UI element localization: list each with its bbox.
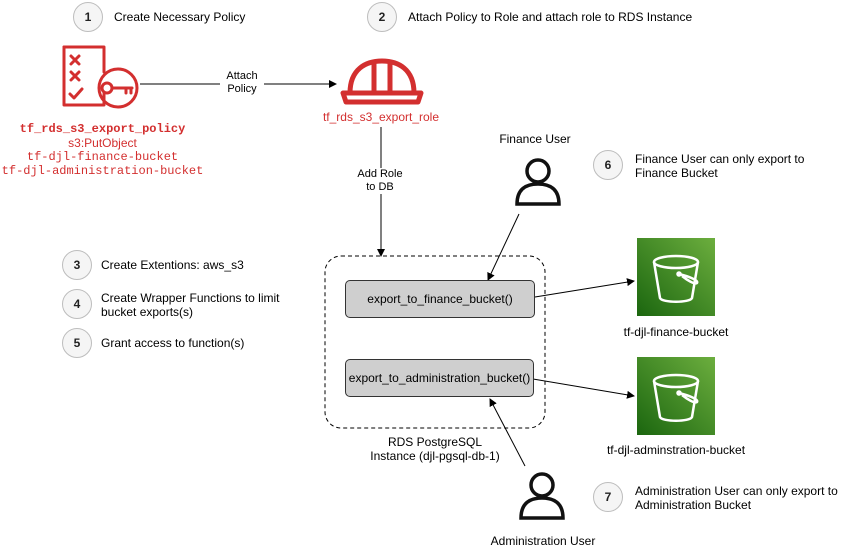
add-role-label: Add Role to DB (352, 168, 408, 194)
step-2-badge: 2 (367, 2, 397, 32)
policy-name: tf_rds_s3_export_policy (19, 122, 186, 136)
step-1-text: Create Necessary Policy (114, 10, 246, 24)
attach-policy-label: Attach Policy (220, 70, 264, 96)
iam-role-helmet-icon (340, 58, 424, 105)
addrole-label-line1: Add Role (357, 168, 403, 180)
step-2-text: Attach Policy to Role and attach role to… (408, 10, 693, 24)
step-4-badge: 4 (62, 289, 92, 319)
policy-bucket-1: tf-djl-finance-bucket (26, 150, 179, 164)
admin-user-icon (519, 472, 565, 520)
finance-user-icon (515, 158, 561, 206)
step-6-line2: Finance Bucket (635, 166, 718, 180)
finance-bucket-label: tf-djl-finance-bucket (623, 325, 729, 339)
step-4-line1: Create Wrapper Functions to limit (101, 291, 280, 305)
admin-user-label: Administration User (490, 534, 596, 548)
policy-bucket-2: tf-djl-administration-bucket (1, 164, 204, 178)
policy-action: s3:PutObject (68, 136, 137, 150)
rds-label-line2: Instance (djl-pgsql-db-1) (370, 449, 500, 463)
step-6-line1: Finance User can only export to (635, 152, 805, 166)
finance-export-arrow (534, 278, 635, 298)
s3-bucket-icon (652, 254, 700, 303)
rds-instance-boundary (324, 255, 546, 429)
admin-user-arrow (489, 398, 526, 467)
finance-user-arrow (487, 213, 520, 281)
policy-document-key-icon (62, 45, 139, 109)
finance-bucket-tile (637, 238, 715, 316)
step-3-text: Create Extentions: aws_s3 (101, 258, 244, 272)
step-7-text: Administration User can only export to A… (635, 484, 838, 512)
step-6-badge: 6 (593, 150, 623, 180)
addrole-label-line2: to DB (366, 181, 394, 193)
step-5-text: Grant access to function(s) (101, 336, 245, 350)
policy-details: tf_rds_s3_export_policy s3:PutObject tf-… (0, 122, 205, 178)
admin-bucket-label: tf-djl-adminstration-bucket (606, 443, 746, 457)
step-7-badge: 7 (593, 482, 623, 512)
step-6-text: Finance User can only export to Finance … (635, 152, 804, 180)
attach-label-line1: Attach (226, 70, 258, 82)
role-name: tf_rds_s3_export_role (322, 110, 440, 124)
step-4-text: Create Wrapper Functions to limit bucket… (101, 291, 280, 319)
rds-label-line1: RDS PostgreSQL (387, 435, 483, 449)
step-5-badge: 5 (62, 328, 92, 358)
step-7-line1: Administration User can only export to (635, 484, 838, 498)
step-3-badge: 3 (62, 250, 92, 280)
step-1-badge: 1 (73, 2, 103, 32)
attach-label-line2: Policy (227, 83, 257, 95)
s3-bucket-icon (652, 373, 700, 422)
step-4-line2: bucket exports(s) (101, 305, 194, 319)
finance-export-function: export_to_finance_bucket() (345, 280, 535, 318)
admin-export-function: export_to_administration_bucket() (345, 359, 534, 397)
step-7-line2: Administration Bucket (635, 498, 752, 512)
admin-export-arrow (532, 378, 635, 399)
rds-instance-label: RDS PostgreSQL Instance (djl-pgsql-db-1) (350, 435, 520, 463)
finance-user-label: Finance User (499, 132, 571, 146)
admin-bucket-tile (637, 357, 715, 435)
